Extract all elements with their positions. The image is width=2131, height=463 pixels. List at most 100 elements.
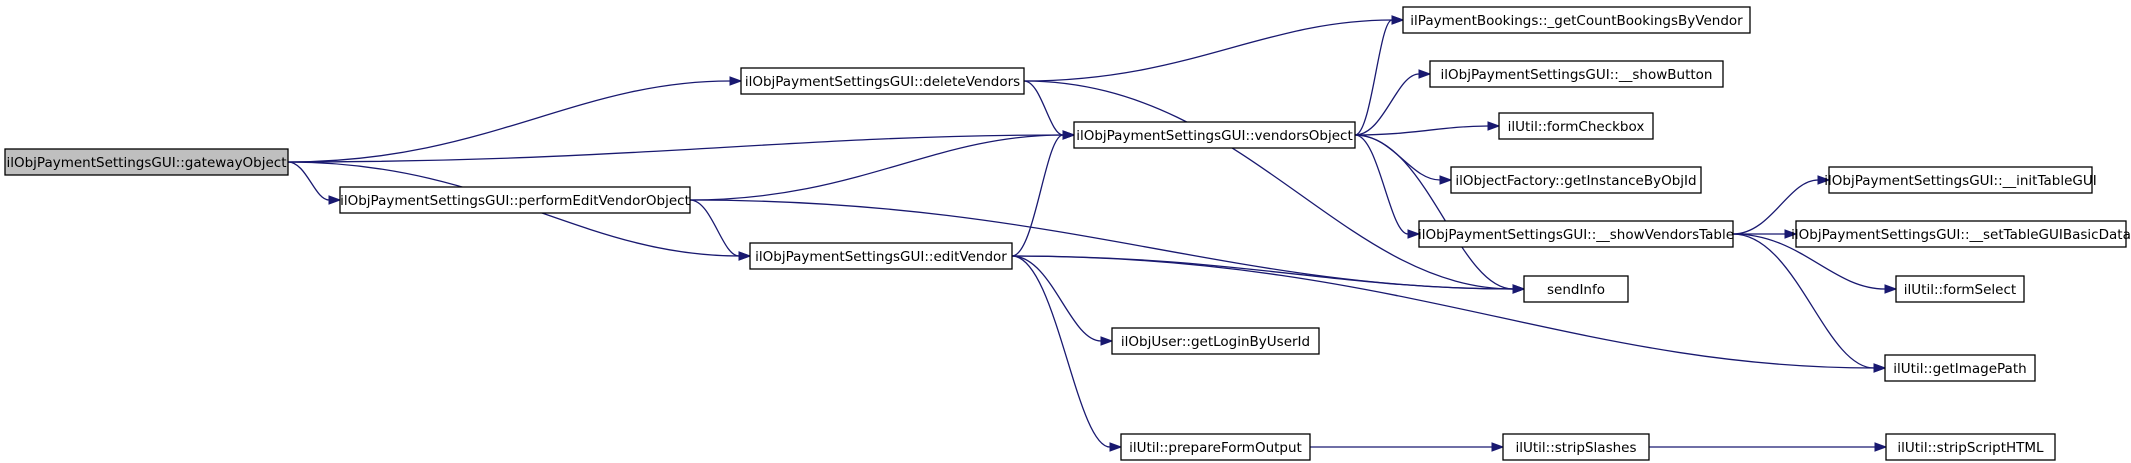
node-box — [4, 148, 289, 176]
node-editVendor[interactable]: ilObjPaymentSettingsGUI::editVendor — [749, 242, 1013, 270]
node-box — [1885, 433, 2056, 461]
edge-vendorsObject-to-formCheckbox — [1354, 121, 1501, 136]
edge-line — [287, 80, 731, 163]
edge-arrowhead — [1512, 284, 1526, 294]
edges-layer — [287, 15, 1898, 452]
edge-line — [1354, 134, 1441, 181]
node-showButton[interactable]: ilObjPaymentSettingsGUI::__showButton — [1429, 60, 1724, 88]
node-label: ilUtil::stripScriptHTML — [1897, 440, 2044, 456]
edge-arrowhead — [1817, 175, 1831, 185]
node-label: ilObjPaymentSettingsGUI::editVendor — [755, 249, 1007, 265]
node-box — [740, 67, 1025, 95]
edge-performEditVendorObject-to-editVendor — [689, 199, 752, 261]
node-formCheckbox[interactable]: ilUtil::formCheckbox — [1498, 112, 1654, 140]
node-box — [1450, 166, 1702, 194]
edge-vendorsObject-to-getCountBookingsByVendor — [1354, 15, 1405, 136]
edge-showVendorsTable-to-getImagePath — [1732, 233, 1887, 373]
edge-gatewayObject-to-deleteVendors — [287, 76, 743, 163]
node-deleteVendors[interactable]: ilObjPaymentSettingsGUI::deleteVendors — [740, 67, 1025, 95]
edge-arrowhead — [1439, 175, 1453, 185]
node-label: ilUtil::stripSlashes — [1516, 440, 1637, 456]
edge-arrowhead — [1884, 284, 1898, 294]
node-label: ilUtil::formCheckbox — [1508, 119, 1645, 135]
node-box — [1429, 60, 1724, 88]
node-formSelect[interactable]: ilUtil::formSelect — [1895, 275, 2025, 303]
node-label: sendInfo — [1547, 282, 1605, 298]
edge-arrowhead — [738, 251, 752, 261]
node-label: ilObjPaymentSettingsGUI::gatewayObject — [6, 155, 286, 171]
node-label: ilObjUser::getLoginByUserId — [1121, 334, 1310, 350]
node-getLoginByUserId[interactable]: ilObjUser::getLoginByUserId — [1111, 327, 1320, 355]
node-box — [1523, 275, 1629, 303]
edge-arrowhead — [729, 76, 743, 86]
node-box — [1828, 166, 2093, 194]
edge-editVendor-to-sendInfo — [1011, 255, 1526, 294]
node-getCountBookingsByVendor[interactable]: ilPaymentBookings::_getCountBookingsByVe… — [1402, 6, 1751, 34]
edge-line — [1732, 233, 1886, 290]
node-label: ilUtil::formSelect — [1904, 282, 2016, 298]
edge-editVendor-to-getLoginByUserId — [1011, 255, 1114, 346]
edge-line — [287, 161, 330, 201]
node-prepareFormOutput[interactable]: ilUtil::prepareFormOutput — [1120, 433, 1311, 461]
edge-line — [1354, 125, 1489, 136]
edge-arrowhead — [1062, 130, 1076, 140]
node-box — [1418, 220, 1734, 248]
edge-showVendorsTable-to-initTableGUI — [1732, 175, 1831, 235]
node-stripSlashes[interactable]: ilUtil::stripSlashes — [1502, 433, 1650, 461]
node-label: ilObjPaymentSettingsGUI::__showButton — [1441, 67, 1713, 83]
node-label: ilObjPaymentSettingsGUI::deleteVendors — [745, 74, 1020, 90]
edge-editVendor-to-vendorsObject — [1011, 130, 1076, 257]
edge-line — [1011, 255, 1111, 448]
node-box — [1120, 433, 1311, 461]
node-sendInfo[interactable]: sendInfo — [1523, 275, 1629, 303]
node-getInstanceByObjId[interactable]: ilObjectFactory::getInstanceByObjId — [1450, 166, 1702, 194]
edge-line — [1011, 255, 1875, 369]
node-box — [339, 186, 691, 214]
node-initTableGUI[interactable]: ilObjPaymentSettingsGUI::__initTableGUI — [1824, 166, 2097, 194]
node-label: ilPaymentBookings::_getCountBookingsByVe… — [1410, 13, 1743, 29]
edge-line — [1023, 80, 1514, 290]
edge-arrowhead — [1407, 229, 1421, 239]
edge-line — [689, 134, 1064, 201]
edge-vendorsObject-to-showVendorsTable — [1354, 134, 1421, 239]
node-stripScriptHTML[interactable]: ilUtil::stripScriptHTML — [1885, 433, 2056, 461]
edge-gatewayObject-to-vendorsObject — [287, 130, 1076, 163]
node-box — [1884, 354, 2036, 382]
edge-deleteVendors-to-sendInfo — [1023, 80, 1526, 294]
edge-arrowhead — [1491, 442, 1505, 452]
edge-arrowhead — [1109, 442, 1123, 452]
node-gatewayObject[interactable]: ilObjPaymentSettingsGUI::gatewayObject — [4, 148, 289, 176]
edge-line — [1354, 134, 1409, 235]
edge-prepareFormOutput-to-stripSlashes — [1310, 442, 1505, 452]
edge-performEditVendorObject-to-vendorsObject — [689, 130, 1076, 201]
node-label: ilUtil::getImagePath — [1893, 361, 2026, 377]
edge-line — [1354, 134, 1514, 290]
edge-deleteVendors-to-getCountBookingsByVendor — [1023, 15, 1405, 82]
edge-line — [1023, 19, 1393, 82]
edge-vendorsObject-to-showButton — [1354, 69, 1432, 136]
edge-line — [287, 134, 1064, 163]
node-label: ilObjPaymentSettingsGUI::vendorsObject — [1076, 128, 1353, 144]
edge-deleteVendors-to-vendorsObject — [1023, 80, 1076, 140]
node-setTableGUIBasicData[interactable]: ilObjPaymentSettingsGUI::__setTableGUIBa… — [1791, 220, 2131, 248]
node-label: ilObjPaymentSettingsGUI::__showVendorsTa… — [1418, 227, 1734, 243]
node-showVendorsTable[interactable]: ilObjPaymentSettingsGUI::__showVendorsTa… — [1418, 220, 1734, 248]
node-box — [1502, 433, 1650, 461]
node-box — [749, 242, 1013, 270]
node-vendorsObject[interactable]: ilObjPaymentSettingsGUI::vendorsObject — [1073, 121, 1356, 149]
edge-arrowhead — [1100, 336, 1114, 346]
edge-arrowhead — [1418, 69, 1432, 79]
edge-arrowhead — [1873, 363, 1887, 373]
edge-vendorsObject-to-sendInfo — [1354, 134, 1526, 294]
node-label: ilObjPaymentSettingsGUI::performEditVend… — [340, 193, 690, 209]
edge-line — [1732, 179, 1819, 235]
node-box — [1795, 220, 2127, 248]
nodes-layer: ilObjPaymentSettingsGUI::gatewayObjectil… — [4, 6, 2131, 461]
edge-stripSlashes-to-stripScriptHTML — [1649, 442, 1888, 452]
node-getImagePath[interactable]: ilUtil::getImagePath — [1884, 354, 2036, 382]
node-box — [1073, 121, 1356, 149]
node-label: ilObjPaymentSettingsGUI::__initTableGUI — [1824, 173, 2096, 189]
edge-line — [1011, 134, 1064, 257]
node-performEditVendorObject[interactable]: ilObjPaymentSettingsGUI::performEditVend… — [339, 186, 691, 214]
edge-line — [1011, 255, 1102, 342]
